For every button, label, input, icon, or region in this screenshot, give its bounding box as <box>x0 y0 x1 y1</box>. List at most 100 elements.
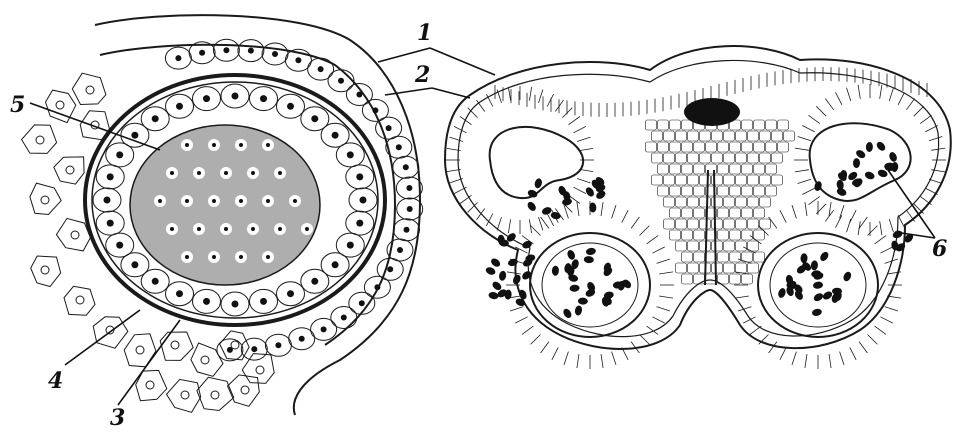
cell-nucleus <box>171 341 179 349</box>
endothecium-cell-wall <box>574 126 586 132</box>
pollen-grain <box>552 266 560 276</box>
connective-cell <box>72 73 106 104</box>
sporogenous-nucleolus <box>185 143 189 147</box>
endothecium-cell-wall <box>885 307 898 311</box>
mesh-cell <box>741 142 752 152</box>
endothecium-cell-wall <box>531 335 541 345</box>
mesh-cell <box>717 164 728 174</box>
mesh-cell <box>753 164 764 174</box>
mesh-cell <box>711 197 722 207</box>
endothecium-cell-wall <box>914 106 924 116</box>
sporogenous-nucleolus <box>224 171 228 175</box>
mesh-cell <box>783 131 794 141</box>
tapetum-nucleus <box>104 197 111 204</box>
endothecium-cell-wall <box>631 217 639 228</box>
endothecium-cell-wall <box>577 137 590 141</box>
mesh-cell <box>747 219 758 229</box>
wall-cell-nucleus <box>318 66 324 72</box>
mesh-cell <box>693 164 704 174</box>
endothecium-cell-wall <box>792 352 796 365</box>
tapetum-nucleus <box>107 173 114 180</box>
sporogenous-nucleolus <box>212 255 216 259</box>
mesh-cell <box>669 120 680 130</box>
endothecium-cell-wall <box>795 170 809 172</box>
mesh-cell <box>747 175 758 185</box>
pollen-grain <box>892 229 904 239</box>
tapetum-nucleus <box>131 261 138 268</box>
mesh-cell <box>717 208 728 218</box>
mesh-cell <box>675 131 686 141</box>
wall-cell-nucleus <box>223 47 229 53</box>
connective-cell <box>197 377 234 410</box>
tapetum-nucleus <box>311 115 318 122</box>
mesh-cell <box>753 230 764 240</box>
endothecium-cell-wall <box>868 335 878 345</box>
mesh-cell <box>687 219 698 229</box>
cell-nucleus <box>66 166 74 174</box>
cell-nucleus <box>231 341 239 349</box>
wall-cell-nucleus <box>299 336 305 342</box>
mesh-cell <box>675 153 686 163</box>
endothecium-cell-wall <box>836 92 842 105</box>
endothecium-cell-wall <box>805 354 807 368</box>
endothecium-cell-wall <box>601 354 603 368</box>
pollen-grain <box>566 249 576 261</box>
connective-cell <box>30 183 61 214</box>
endothecium-cell-wall <box>450 137 463 141</box>
sporogenous-nucleolus <box>224 227 228 231</box>
mesh-cell <box>747 131 758 141</box>
mesh-cell <box>711 153 722 163</box>
wall-cell-nucleus <box>272 51 278 57</box>
pollen-grain <box>569 284 579 292</box>
mesh-cell <box>687 175 698 185</box>
mesh-cell <box>741 164 752 174</box>
tapetum-nucleus <box>332 261 339 268</box>
wall-cell-nucleus <box>338 78 344 84</box>
endothecium-cell-wall <box>769 217 777 228</box>
endothecium-cell-wall <box>798 137 811 141</box>
endothecium-cell-wall <box>750 326 761 334</box>
mesh-cell <box>753 142 764 152</box>
pollen-grain <box>866 142 873 152</box>
endothecium-cell-wall <box>929 137 942 141</box>
cell-nucleus <box>86 86 94 94</box>
cell-nucleus <box>256 366 264 374</box>
mesh-cell <box>675 263 686 273</box>
cell-nucleus <box>181 391 189 399</box>
cell-nucleus <box>136 346 144 354</box>
mesh-cell <box>663 131 674 141</box>
mesh-cell <box>711 241 722 251</box>
mesh-cell <box>729 208 740 218</box>
mesh-cell <box>711 131 722 141</box>
endothecium-cell-wall <box>929 179 942 183</box>
endothecium-cell-wall <box>647 236 658 244</box>
mesh-cell <box>747 263 758 273</box>
mesh-cell <box>699 131 710 141</box>
endothecium-cell-wall <box>555 100 563 111</box>
mesh-cell <box>723 219 734 229</box>
endothecium-cell-wall <box>850 347 856 359</box>
endothecium-cell-wall <box>809 115 820 123</box>
mesh-cell <box>669 142 680 152</box>
pollen-grain <box>842 270 853 282</box>
sporogenous-nucleolus <box>170 227 174 231</box>
mesh-cell <box>765 120 776 130</box>
tapetum-nucleus <box>356 220 363 227</box>
sporogenous-nucleolus <box>266 255 270 259</box>
mesh-cell <box>675 241 686 251</box>
mesh-cell <box>687 263 698 273</box>
endothecium-cell-wall <box>802 188 815 194</box>
wall-cell-nucleus <box>397 247 403 253</box>
connective-cell <box>22 125 57 153</box>
mesh-cell <box>741 230 752 240</box>
mesh-cell <box>681 164 692 174</box>
wall-cell-nucleus <box>404 227 410 233</box>
mesh-cell <box>693 274 704 284</box>
endothecium-cell-wall <box>601 202 603 216</box>
endothecium-cell-wall <box>531 226 541 236</box>
pollen-grain <box>550 211 561 220</box>
connective-cell <box>191 343 223 376</box>
pollen-grain <box>574 305 583 316</box>
tapetum-nucleus <box>107 220 114 227</box>
